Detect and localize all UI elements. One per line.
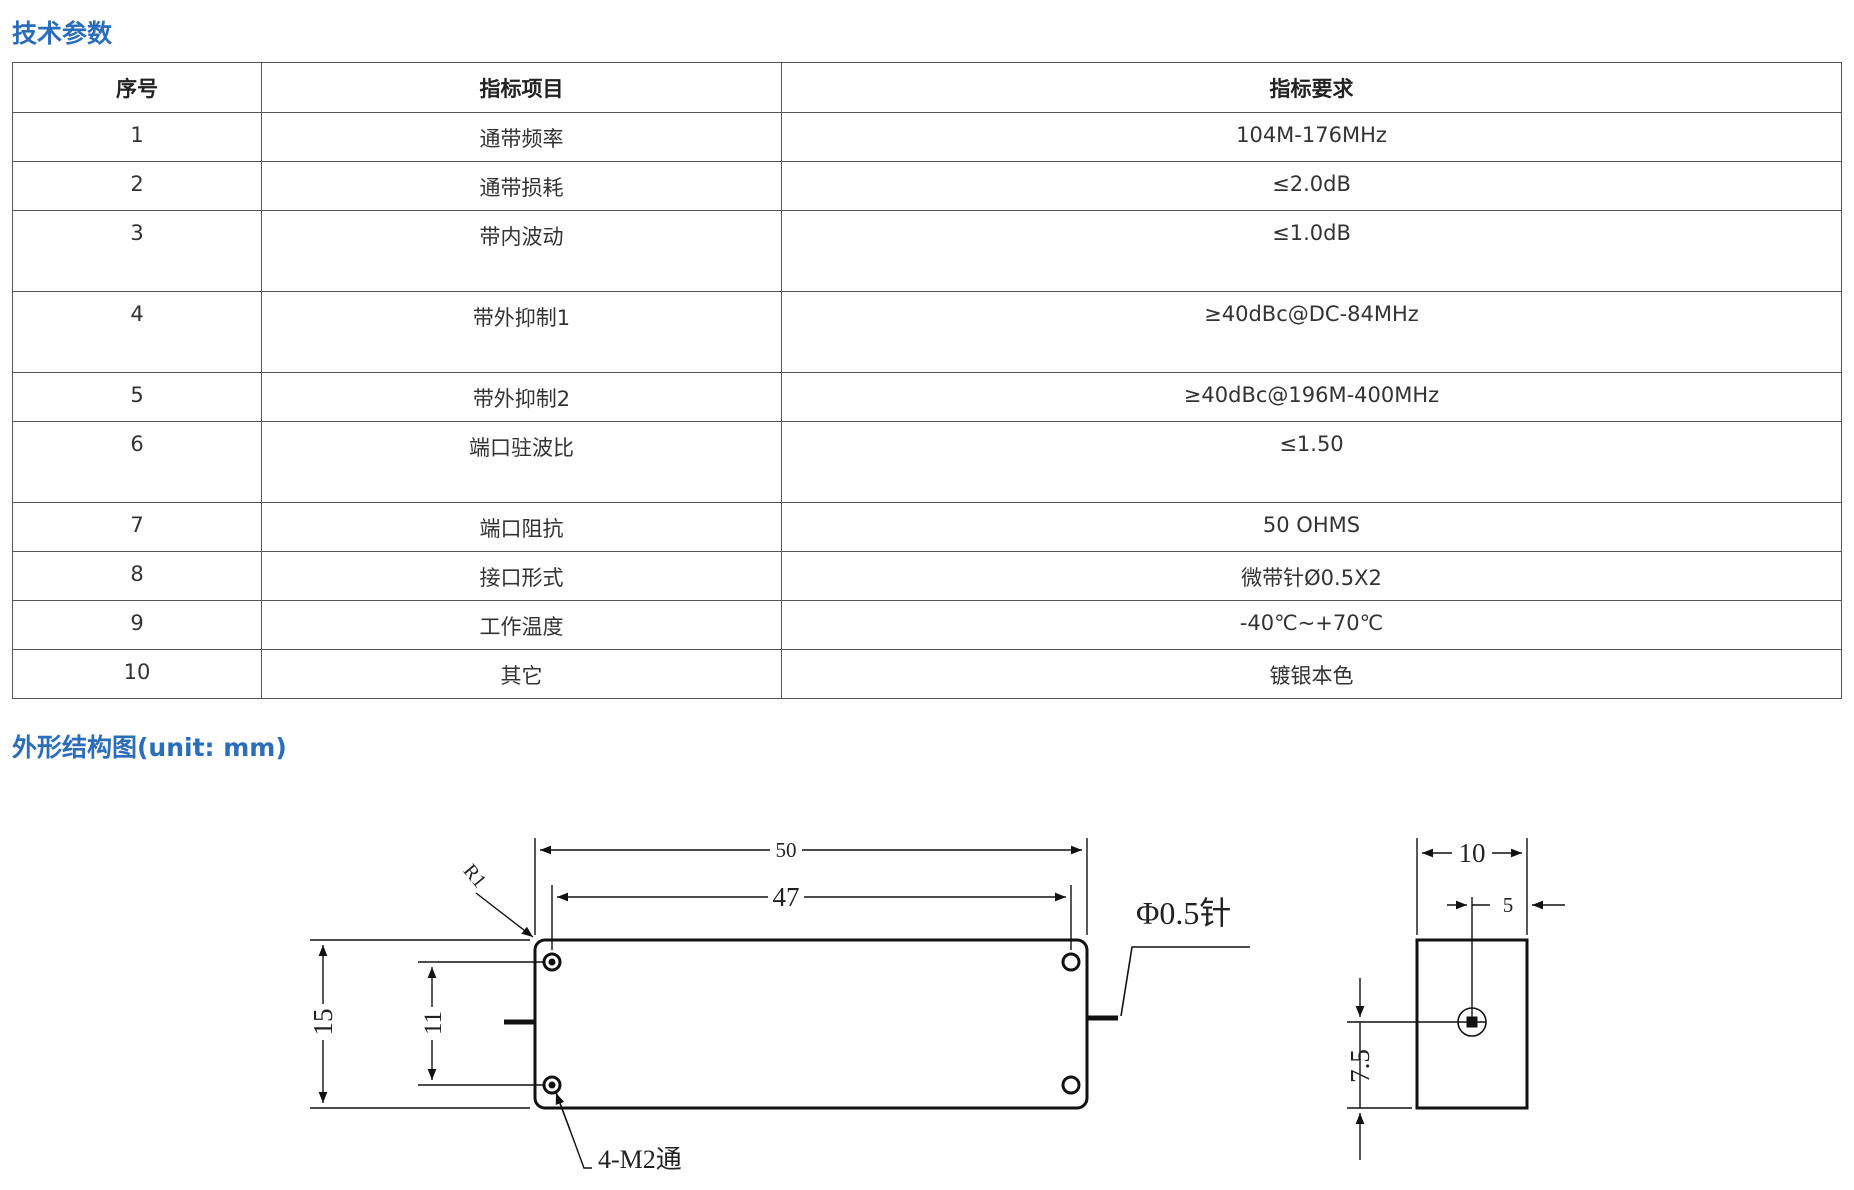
row-value: 104M-176MHz (781, 112, 1842, 162)
mount-hole (548, 1081, 556, 1089)
row-item: 工作温度 (261, 600, 782, 650)
holes-leader (555, 1091, 592, 1169)
radius-label: R1 (459, 860, 491, 892)
side-width-label: 10 (1459, 838, 1486, 868)
mount-hole (1061, 952, 1081, 972)
row-item: 带外抑制1 (261, 291, 782, 373)
mount-hole (548, 958, 556, 966)
spec-section-title: 技术参数 (12, 19, 113, 48)
row-value: ≤2.0dB (781, 161, 1842, 211)
row-index: 7 (12, 502, 262, 552)
table-row: 10 其它 镀银本色 (12, 649, 1842, 699)
table-row: 7 端口阻抗 50 OHMS (12, 502, 1842, 552)
drawing-section-title: 外形结构图(unit: mm) (12, 733, 287, 762)
pin-label: Φ0.5针 (1136, 895, 1231, 931)
row-item: 接口形式 (261, 551, 782, 601)
row-item: 通带损耗 (261, 161, 782, 211)
row-value: 50 OHMS (781, 502, 1842, 552)
row-index: 3 (12, 210, 262, 292)
row-index: 4 (12, 291, 262, 373)
row-item: 带外抑制2 (261, 372, 782, 422)
row-item: 通带频率 (261, 112, 782, 162)
row-index: 5 (12, 372, 262, 422)
row-index: 8 (12, 551, 262, 601)
row-value: 镀银本色 (781, 649, 1842, 699)
dim-label-height: 15 (308, 1009, 338, 1036)
row-index: 10 (12, 649, 262, 699)
row-value: ≥40dBc@196M-400MHz (781, 372, 1842, 422)
row-item: 带内波动 (261, 210, 782, 292)
row-value: ≤1.50 (781, 421, 1842, 503)
row-value: ≤1.0dB (781, 210, 1842, 292)
table-row: 2 通带损耗 ≤2.0dB (12, 161, 1842, 211)
table-row: 1 通带频率 104M-176MHz (12, 112, 1842, 162)
dim-label-hole-spacing: 47 (773, 882, 800, 912)
row-index: 6 (12, 421, 262, 503)
header-item: 指标项目 (261, 62, 782, 113)
table-row: 8 接口形式 微带针Ø0.5X2 (12, 551, 1842, 601)
row-item: 端口驻波比 (261, 421, 782, 503)
row-value: -40℃~+70℃ (781, 600, 1842, 650)
row-value: ≥40dBc@DC-84MHz (781, 291, 1842, 373)
holes-label: 4-M2通 (598, 1145, 682, 1174)
side-pin-height-label: 7.5 (1345, 1049, 1375, 1083)
table-row: 5 带外抑制2 ≥40dBc@196M-400MHz (12, 372, 1842, 422)
mount-hole (1061, 1075, 1081, 1095)
table-header-row: 序号 指标项目 指标要求 (12, 62, 1842, 113)
row-item: 端口阻抗 (261, 502, 782, 552)
row-index: 9 (12, 600, 262, 650)
row-item: 其它 (261, 649, 782, 699)
outline-drawing: 50 47 15 11 R1 Φ0.5针 4-M2通 10 5 7.5 (308, 838, 1565, 1174)
table-row: 6 端口驻波比 ≤1.50 (12, 421, 1842, 503)
pin-leader (1120, 946, 1250, 1017)
header-requirement: 指标要求 (781, 62, 1842, 113)
table-row: 3 带内波动 ≤1.0dB (12, 210, 1842, 292)
row-index: 1 (12, 112, 262, 162)
radius-leader (475, 892, 534, 938)
side-pin-offset-label: 5 (1503, 893, 1514, 917)
header-index: 序号 (12, 62, 262, 113)
filter-body-front (533, 938, 1089, 1110)
spec-table: 序号 指标项目 指标要求 1 通带频率 104M-176MHz 2 通带损耗 ≤… (12, 62, 1842, 699)
dim-label-hole-vertical: 11 (420, 1011, 447, 1035)
table-row: 9 工作温度 -40℃~+70℃ (12, 600, 1842, 650)
row-index: 2 (12, 161, 262, 211)
table-row: 4 带外抑制1 ≥40dBc@DC-84MHz (12, 291, 1842, 373)
dim-label-length: 50 (776, 838, 797, 862)
row-value: 微带针Ø0.5X2 (781, 551, 1842, 601)
